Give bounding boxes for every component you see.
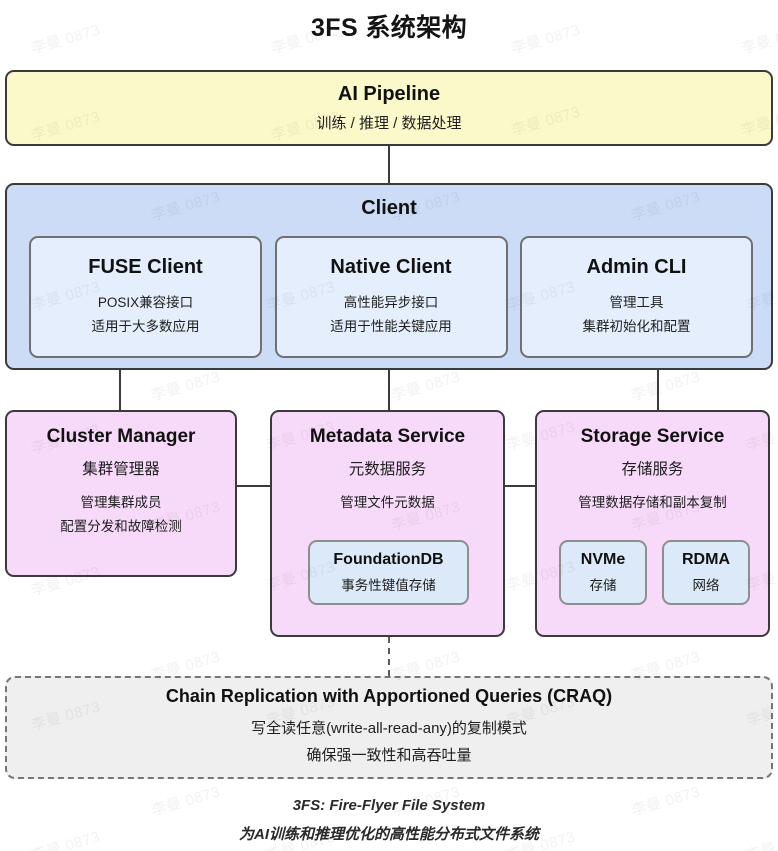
- craq-node[interactable]: Chain Replication with Apportioned Queri…: [5, 676, 773, 779]
- foundationdb-title: FoundationDB: [333, 551, 444, 568]
- fuse-client-line2: 适用于大多数应用: [91, 318, 200, 334]
- nvme-node[interactable]: NVMe 存储: [559, 540, 647, 605]
- fuse-client-node[interactable]: FUSE Client POSIX兼容接口 适用于大多数应用: [29, 236, 262, 358]
- storage-service-title: Storage Service: [580, 426, 725, 447]
- cluster-manager-title: Cluster Manager: [46, 426, 196, 447]
- metadata-service-subtitle: 元数据服务: [348, 461, 427, 478]
- craq-line2: 确保强一致性和高吞吐量: [306, 746, 472, 764]
- footer-line1: 3FS: Fire-Flyer File System: [292, 797, 486, 814]
- admin-cli-node[interactable]: Admin CLI 管理工具 集群初始化和配置: [520, 236, 753, 358]
- craq-line1: 写全读任意(write-all-read-any)的复制模式: [251, 720, 527, 738]
- storage-service-subtitle: 存储服务: [621, 461, 684, 478]
- watermark-text: 李曼 0873: [149, 368, 223, 405]
- connector-client-to-storage-service: [657, 370, 659, 410]
- cluster-manager-desc1: 管理集群成员: [80, 495, 162, 510]
- rdma-subtitle: 网络: [692, 578, 720, 593]
- connector-client-to-cluster-manager: [119, 370, 121, 410]
- watermark-text: 李曼 0873: [389, 368, 463, 405]
- ai-pipeline-title: AI Pipeline: [337, 83, 441, 105]
- admin-cli-line1: 管理工具: [609, 294, 664, 310]
- ai-pipeline-subtitle: 训练 / 推理 / 数据处理: [316, 115, 462, 132]
- native-client-title: Native Client: [330, 255, 452, 278]
- rdma-title: RDMA: [682, 551, 730, 568]
- footer: 3FS: Fire-Flyer File System 为AI训练和推理优化的高…: [0, 797, 778, 844]
- admin-cli-line2: 集群初始化和配置: [582, 318, 691, 334]
- connector-pipeline-to-client: [388, 146, 390, 183]
- fuse-client-title: FUSE Client: [88, 255, 203, 278]
- admin-cli-title: Admin CLI: [586, 255, 687, 278]
- connector-client-to-metadata-service: [388, 370, 390, 410]
- foundationdb-subtitle: 事务性键值存储: [341, 578, 436, 593]
- fuse-client-line1: POSIX兼容接口: [97, 294, 194, 310]
- native-client-node[interactable]: Native Client 高性能异步接口 适用于性能关键应用: [274, 236, 508, 358]
- page-title: 3FS 系统架构: [311, 14, 467, 42]
- storage-service-node[interactable]: Storage Service 存储服务 管理数据存储和副本复制 NVMe 存储…: [535, 410, 770, 637]
- metadata-service-node[interactable]: Metadata Service 元数据服务 管理文件元数据 Foundatio…: [270, 410, 505, 637]
- craq-title: Chain Replication with Apportioned Queri…: [165, 686, 613, 707]
- rdma-node[interactable]: RDMA 网络: [662, 540, 750, 605]
- client-children-group: FUSE Client POSIX兼容接口 适用于大多数应用 Native Cl…: [29, 236, 753, 358]
- metadata-service-title: Metadata Service: [309, 426, 466, 447]
- nvme-title: NVMe: [580, 551, 626, 568]
- foundationdb-node[interactable]: FoundationDB 事务性键值存储: [308, 540, 469, 605]
- connector-metadata-service-to-craq: [388, 637, 390, 676]
- cluster-manager-desc2: 配置分发和故障检测: [60, 518, 182, 534]
- ai-pipeline-node[interactable]: AI Pipeline 训练 / 推理 / 数据处理: [5, 70, 773, 146]
- cluster-manager-subtitle: 集群管理器: [82, 461, 160, 478]
- metadata-service-desc1: 管理文件元数据: [340, 495, 435, 510]
- client-node[interactable]: Client FUSE Client POSIX兼容接口 适用于大多数应用 Na…: [5, 183, 773, 370]
- storage-children-group: NVMe 存储 RDMA 网络: [559, 540, 750, 605]
- storage-service-desc1: 管理数据存储和副本复制: [578, 495, 727, 510]
- nvme-subtitle: 存储: [589, 578, 617, 593]
- connector-metadata-service-to-storage-service: [505, 485, 535, 487]
- watermark-text: 李曼 0873: [629, 368, 703, 405]
- cluster-manager-node[interactable]: Cluster Manager 集群管理器 管理集群成员 配置分发和故障检测: [5, 410, 237, 577]
- footer-line2: 为AI训练和推理优化的高性能分布式文件系统: [238, 826, 539, 843]
- native-client-line2: 适用于性能关键应用: [330, 318, 452, 334]
- client-title: Client: [361, 197, 417, 219]
- connector-cluster-manager-to-metadata-service: [237, 485, 270, 487]
- native-client-line1: 高性能异步接口: [343, 294, 439, 310]
